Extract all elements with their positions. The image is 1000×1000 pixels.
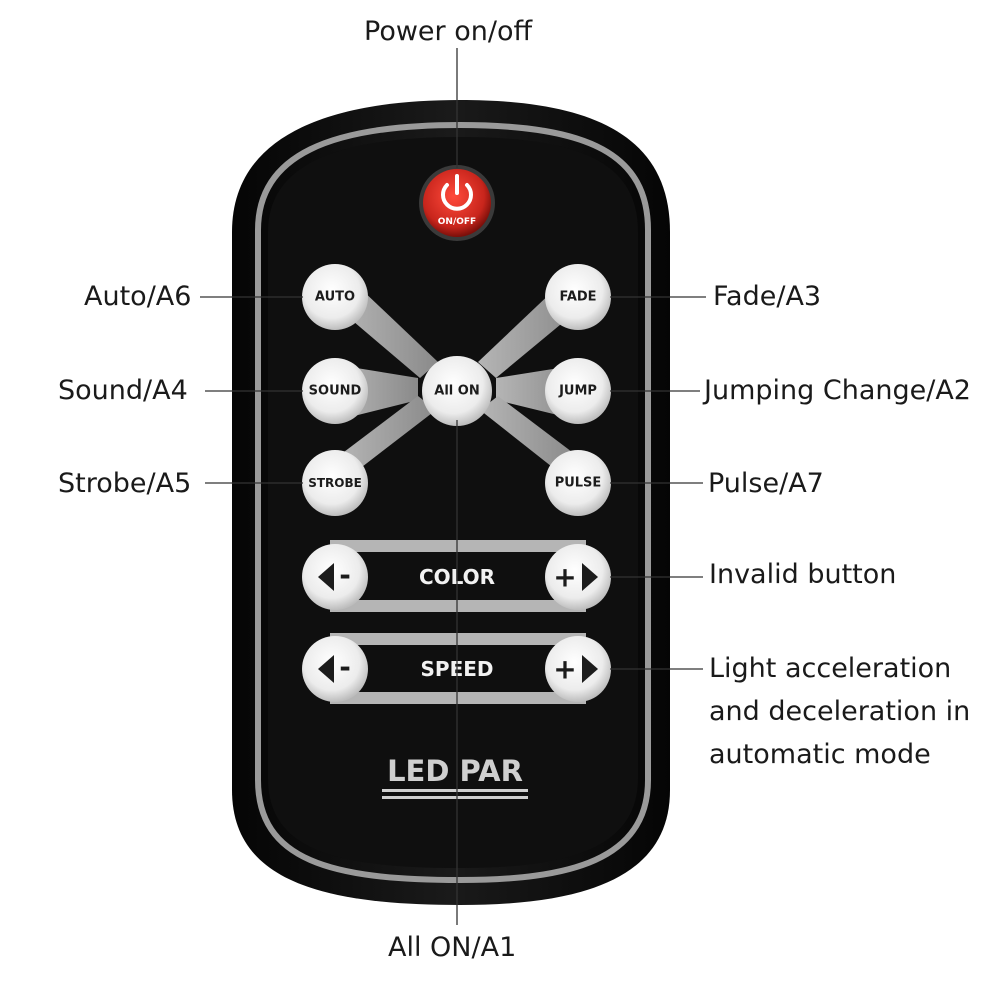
callout-strobe: Strobe/A5 (58, 468, 192, 499)
power-button[interactable]: ON/OFF (419, 165, 495, 241)
auto-button[interactable]: AUTO (302, 264, 368, 330)
jump-button[interactable]: JUMP (545, 358, 611, 424)
color-minus-button[interactable]: - (302, 544, 368, 610)
brand-underline (382, 789, 528, 799)
speed-plus-label: + (553, 653, 576, 686)
callout-speed-line-3: automatic mode (709, 739, 931, 770)
left-arrow-icon (318, 655, 334, 683)
callout-pulse: Pulse/A7 (708, 468, 824, 499)
color-plus-label: + (553, 561, 576, 594)
all-on-button[interactable]: All ON (422, 356, 492, 426)
callout-power: Power on/off (364, 16, 533, 47)
color-bar-track (330, 540, 586, 612)
jump-button-label: JUMP (558, 384, 597, 399)
speed-bar-track (330, 633, 586, 704)
leader-lines (200, 48, 706, 925)
color-plus-button[interactable]: + (545, 544, 611, 610)
sound-button[interactable]: SOUND (302, 358, 368, 424)
speed-minus-button[interactable]: - (302, 636, 368, 702)
callout-jump: Jumping Change/A2 (704, 375, 971, 406)
callout-speed-line-1: Light acceleration (709, 653, 952, 684)
left-arrow-icon (318, 563, 334, 591)
callout-fade: Fade/A3 (713, 281, 822, 312)
callout-color: Invalid button (709, 559, 897, 590)
right-arrow-icon (582, 563, 598, 591)
callout-speed-line-2: and deceleration in (709, 696, 971, 727)
pulse-button-label: PULSE (555, 476, 602, 491)
strobe-button[interactable]: STROBE (302, 450, 368, 516)
auto-button-label: AUTO (315, 290, 355, 305)
callout-sound: Sound/A4 (58, 375, 188, 406)
brand-label: LED PAR (387, 754, 523, 788)
speed-minus-label: - (339, 651, 351, 684)
callout-auto: Auto/A6 (84, 281, 192, 312)
power-icon (441, 174, 473, 211)
color-minus-label: - (339, 559, 351, 592)
strobe-button-label: STROBE (308, 476, 362, 490)
all-on-button-label: All ON (434, 384, 479, 399)
fade-button[interactable]: FADE (545, 264, 611, 330)
speed-plus-button[interactable]: + (545, 636, 611, 702)
remote-trim (255, 121, 651, 884)
fade-button-label: FADE (559, 290, 596, 305)
pulse-button[interactable]: PULSE (545, 450, 611, 516)
right-arrow-icon (582, 655, 598, 683)
callout-speed: Light acceleration and deceleration in a… (709, 647, 989, 776)
callout-all-on: All ON/A1 (388, 932, 517, 963)
sound-button-label: SOUND (309, 384, 362, 399)
power-button-label: ON/OFF (438, 217, 476, 227)
